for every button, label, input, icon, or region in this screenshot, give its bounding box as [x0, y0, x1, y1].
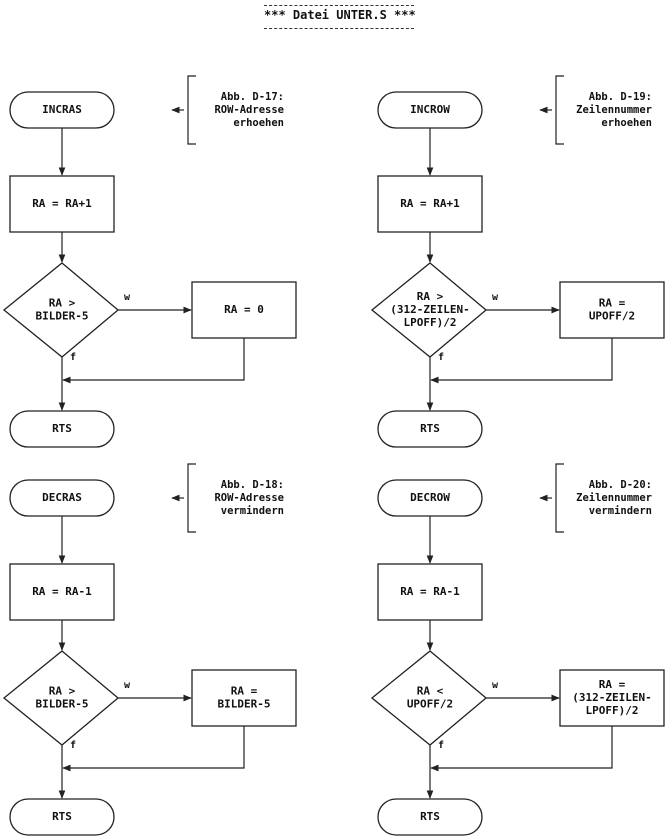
action-label-line-2: (312-ZEILEN-	[572, 691, 651, 704]
arrow-action-return	[62, 338, 245, 384]
end-terminal	[9, 410, 115, 448]
action-label-line-2: BILDER-5	[218, 698, 271, 711]
arrow-action-return	[62, 726, 245, 772]
end-terminal	[377, 798, 483, 836]
step-box	[377, 563, 483, 621]
decision-label-line-2: (312-ZEILEN-	[390, 303, 469, 316]
flowchart-incrow: INCROW RA = RA+1 RA >(312-ZEILEN-LPOFF)/2 w…	[370, 75, 665, 448]
annotation-text-line-3: vermindern	[221, 505, 284, 517]
title-rule-bottom	[264, 28, 414, 29]
arrow-action-return	[430, 726, 613, 772]
action-label-line-3: LPOFF)/2	[586, 704, 639, 717]
annotation-text-line-2: ROW-Adresse	[214, 104, 284, 116]
annotation-text-line-3: erhoehen	[601, 117, 652, 129]
annotation-text-line-2: Zeilennummer	[576, 104, 652, 116]
annotation-text-line-1: Abb. D-20:	[589, 479, 652, 491]
action-label-line-1: RA = 0	[224, 303, 264, 316]
no-label: f	[70, 740, 76, 751]
action-box	[191, 281, 297, 339]
decision-label-line-3: LPOFF)/2	[404, 316, 457, 329]
annotation-text-line-2: Zeilennummer	[576, 492, 652, 504]
end-label-line-1: RTS	[52, 810, 72, 823]
yes-label: w	[492, 680, 499, 691]
annotation-text-line-2: ROW-Adresse	[214, 492, 284, 504]
decision-label-line-1: RA >	[417, 290, 444, 303]
annotation-bracket	[555, 463, 564, 533]
action-label-line-1: RA =	[599, 678, 626, 691]
no-label: f	[438, 740, 444, 751]
annotation-text-line-3: vermindern	[589, 505, 652, 517]
action-label-line-1: RA =	[599, 297, 626, 310]
annotation-text-line-3: erhoehen	[233, 117, 284, 129]
action-box	[191, 669, 297, 727]
yes-label: w	[492, 292, 499, 303]
start-label-line-1: DECROW	[410, 491, 450, 504]
annotation-bracket	[555, 75, 564, 145]
annotation-text-line-1: Abb. D-19:	[589, 91, 652, 103]
title-rule-top	[264, 5, 414, 6]
decision-label-line-2: UPOFF/2	[407, 698, 453, 711]
annotation-bracket	[187, 75, 196, 145]
step-label-line-1: RA = RA-1	[32, 585, 92, 598]
decision-label-line-1: RA >	[49, 297, 76, 310]
action-box	[559, 669, 665, 727]
end-terminal	[377, 410, 483, 448]
end-label-line-1: RTS	[420, 810, 440, 823]
end-label-line-1: RTS	[420, 422, 440, 435]
action-label-line-2: UPOFF/2	[589, 310, 635, 323]
decision-label-line-1: RA <	[417, 685, 444, 698]
no-label: f	[70, 352, 76, 363]
action-label-line-1: RA =	[231, 685, 258, 698]
step-box	[377, 175, 483, 233]
yes-label: w	[124, 292, 131, 303]
end-terminal	[9, 798, 115, 836]
annotation-text-line-1: Abb. D-17:	[221, 91, 284, 103]
start-label-line-1: INCRAS	[42, 103, 82, 116]
action-box	[559, 281, 665, 339]
step-label-line-1: RA = RA+1	[400, 197, 460, 210]
no-label: f	[438, 352, 444, 363]
flowchart-decrow: DECROW RA = RA-1 RA <UPOFF/2 w RA =(312-ZEIL…	[370, 463, 665, 836]
start-label-line-1: INCROW	[410, 103, 450, 116]
step-label-line-1: RA = RA-1	[400, 585, 460, 598]
step-box	[9, 563, 115, 621]
decision-label-line-1: RA >	[49, 685, 76, 698]
start-label-line-1: DECRAS	[42, 491, 82, 504]
decision-label-line-2: BILDER-5	[36, 310, 89, 323]
annotation-bracket	[187, 463, 196, 533]
yes-label: w	[124, 680, 131, 691]
arrow-action-return	[430, 338, 613, 384]
annotation-text-line-1: Abb. D-18:	[221, 479, 284, 491]
decision-label-line-2: BILDER-5	[36, 698, 89, 711]
step-box	[9, 175, 115, 233]
page-title: *** Datei UNTER.S ***	[264, 8, 416, 22]
step-label-line-1: RA = RA+1	[32, 197, 92, 210]
end-label-line-1: RTS	[52, 422, 72, 435]
